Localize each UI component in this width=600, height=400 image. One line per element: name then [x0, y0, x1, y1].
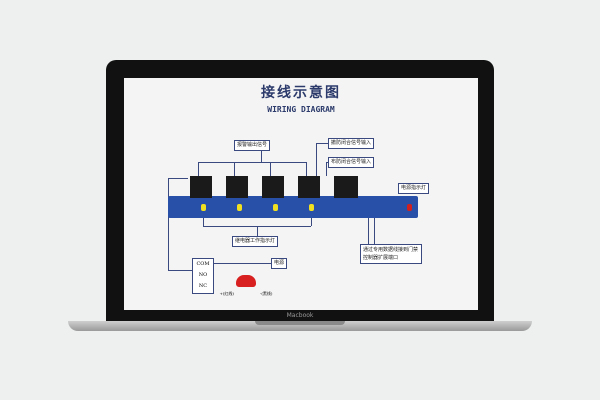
relay-terminal: [298, 176, 320, 198]
input-2-label: 布防闭合信号输入: [328, 157, 375, 168]
input-terminal: [334, 176, 358, 198]
laptop-notch: [255, 321, 345, 325]
wire-line: [311, 218, 312, 226]
wire-line: [368, 218, 369, 244]
black-wire-label: -(黑线): [260, 291, 273, 296]
alarm-siren-icon: [236, 275, 256, 287]
relay-led: [309, 204, 314, 211]
relay-led: [201, 204, 206, 211]
relay-terminal-block: COM NO NC: [192, 258, 214, 294]
diagram-title: 接线示意图: [261, 85, 341, 101]
laptop-base: [68, 321, 532, 331]
wire-line: [213, 263, 271, 264]
power-led: [407, 204, 412, 211]
wire-line: [374, 218, 375, 244]
power-label: 电源: [271, 258, 288, 269]
wire-line: [168, 270, 192, 271]
relay-led: [237, 204, 242, 211]
wire-line: [168, 178, 169, 270]
diagram-subtitle: WIRING DIAGRAM: [267, 105, 335, 114]
wire-line: [198, 162, 307, 163]
wire-line: [316, 143, 317, 176]
relay-terminal: [262, 176, 284, 198]
wire-line: [326, 162, 327, 176]
wire-line: [234, 162, 235, 176]
port-note: 通过专用数据线接到门禁控制器扩展端口: [360, 244, 422, 264]
relay-led-label: 继电器工作指示灯: [232, 236, 279, 247]
red-wire-label: +(红线): [219, 291, 234, 296]
terminal-com: COM: [196, 261, 210, 267]
terminal-no: NO: [198, 272, 208, 278]
wire-line: [261, 151, 262, 162]
relay-terminal: [190, 176, 212, 198]
terminal-nc: NC: [198, 283, 208, 289]
laptop-screen: 接线示意图 WIRING DIAGRAM 报警输出信号 撤防闭合信号输入 布防闭…: [124, 78, 478, 310]
wire-line: [203, 218, 204, 226]
controller-board: [168, 196, 418, 218]
wire-line: [257, 226, 258, 236]
alarm-output-label: 报警输出信号: [234, 140, 271, 151]
wire-line: [316, 143, 328, 144]
wire-line: [326, 162, 328, 163]
power-led-label: 电源指示灯: [398, 183, 430, 194]
wire-line: [198, 162, 199, 176]
wire-line: [168, 178, 188, 179]
wire-line: [306, 162, 307, 176]
relay-led: [273, 204, 278, 211]
wire-line: [270, 162, 271, 176]
laptop-brand: Macbook: [286, 312, 314, 319]
relay-terminal: [226, 176, 248, 198]
input-1-label: 撤防闭合信号输入: [328, 138, 375, 149]
